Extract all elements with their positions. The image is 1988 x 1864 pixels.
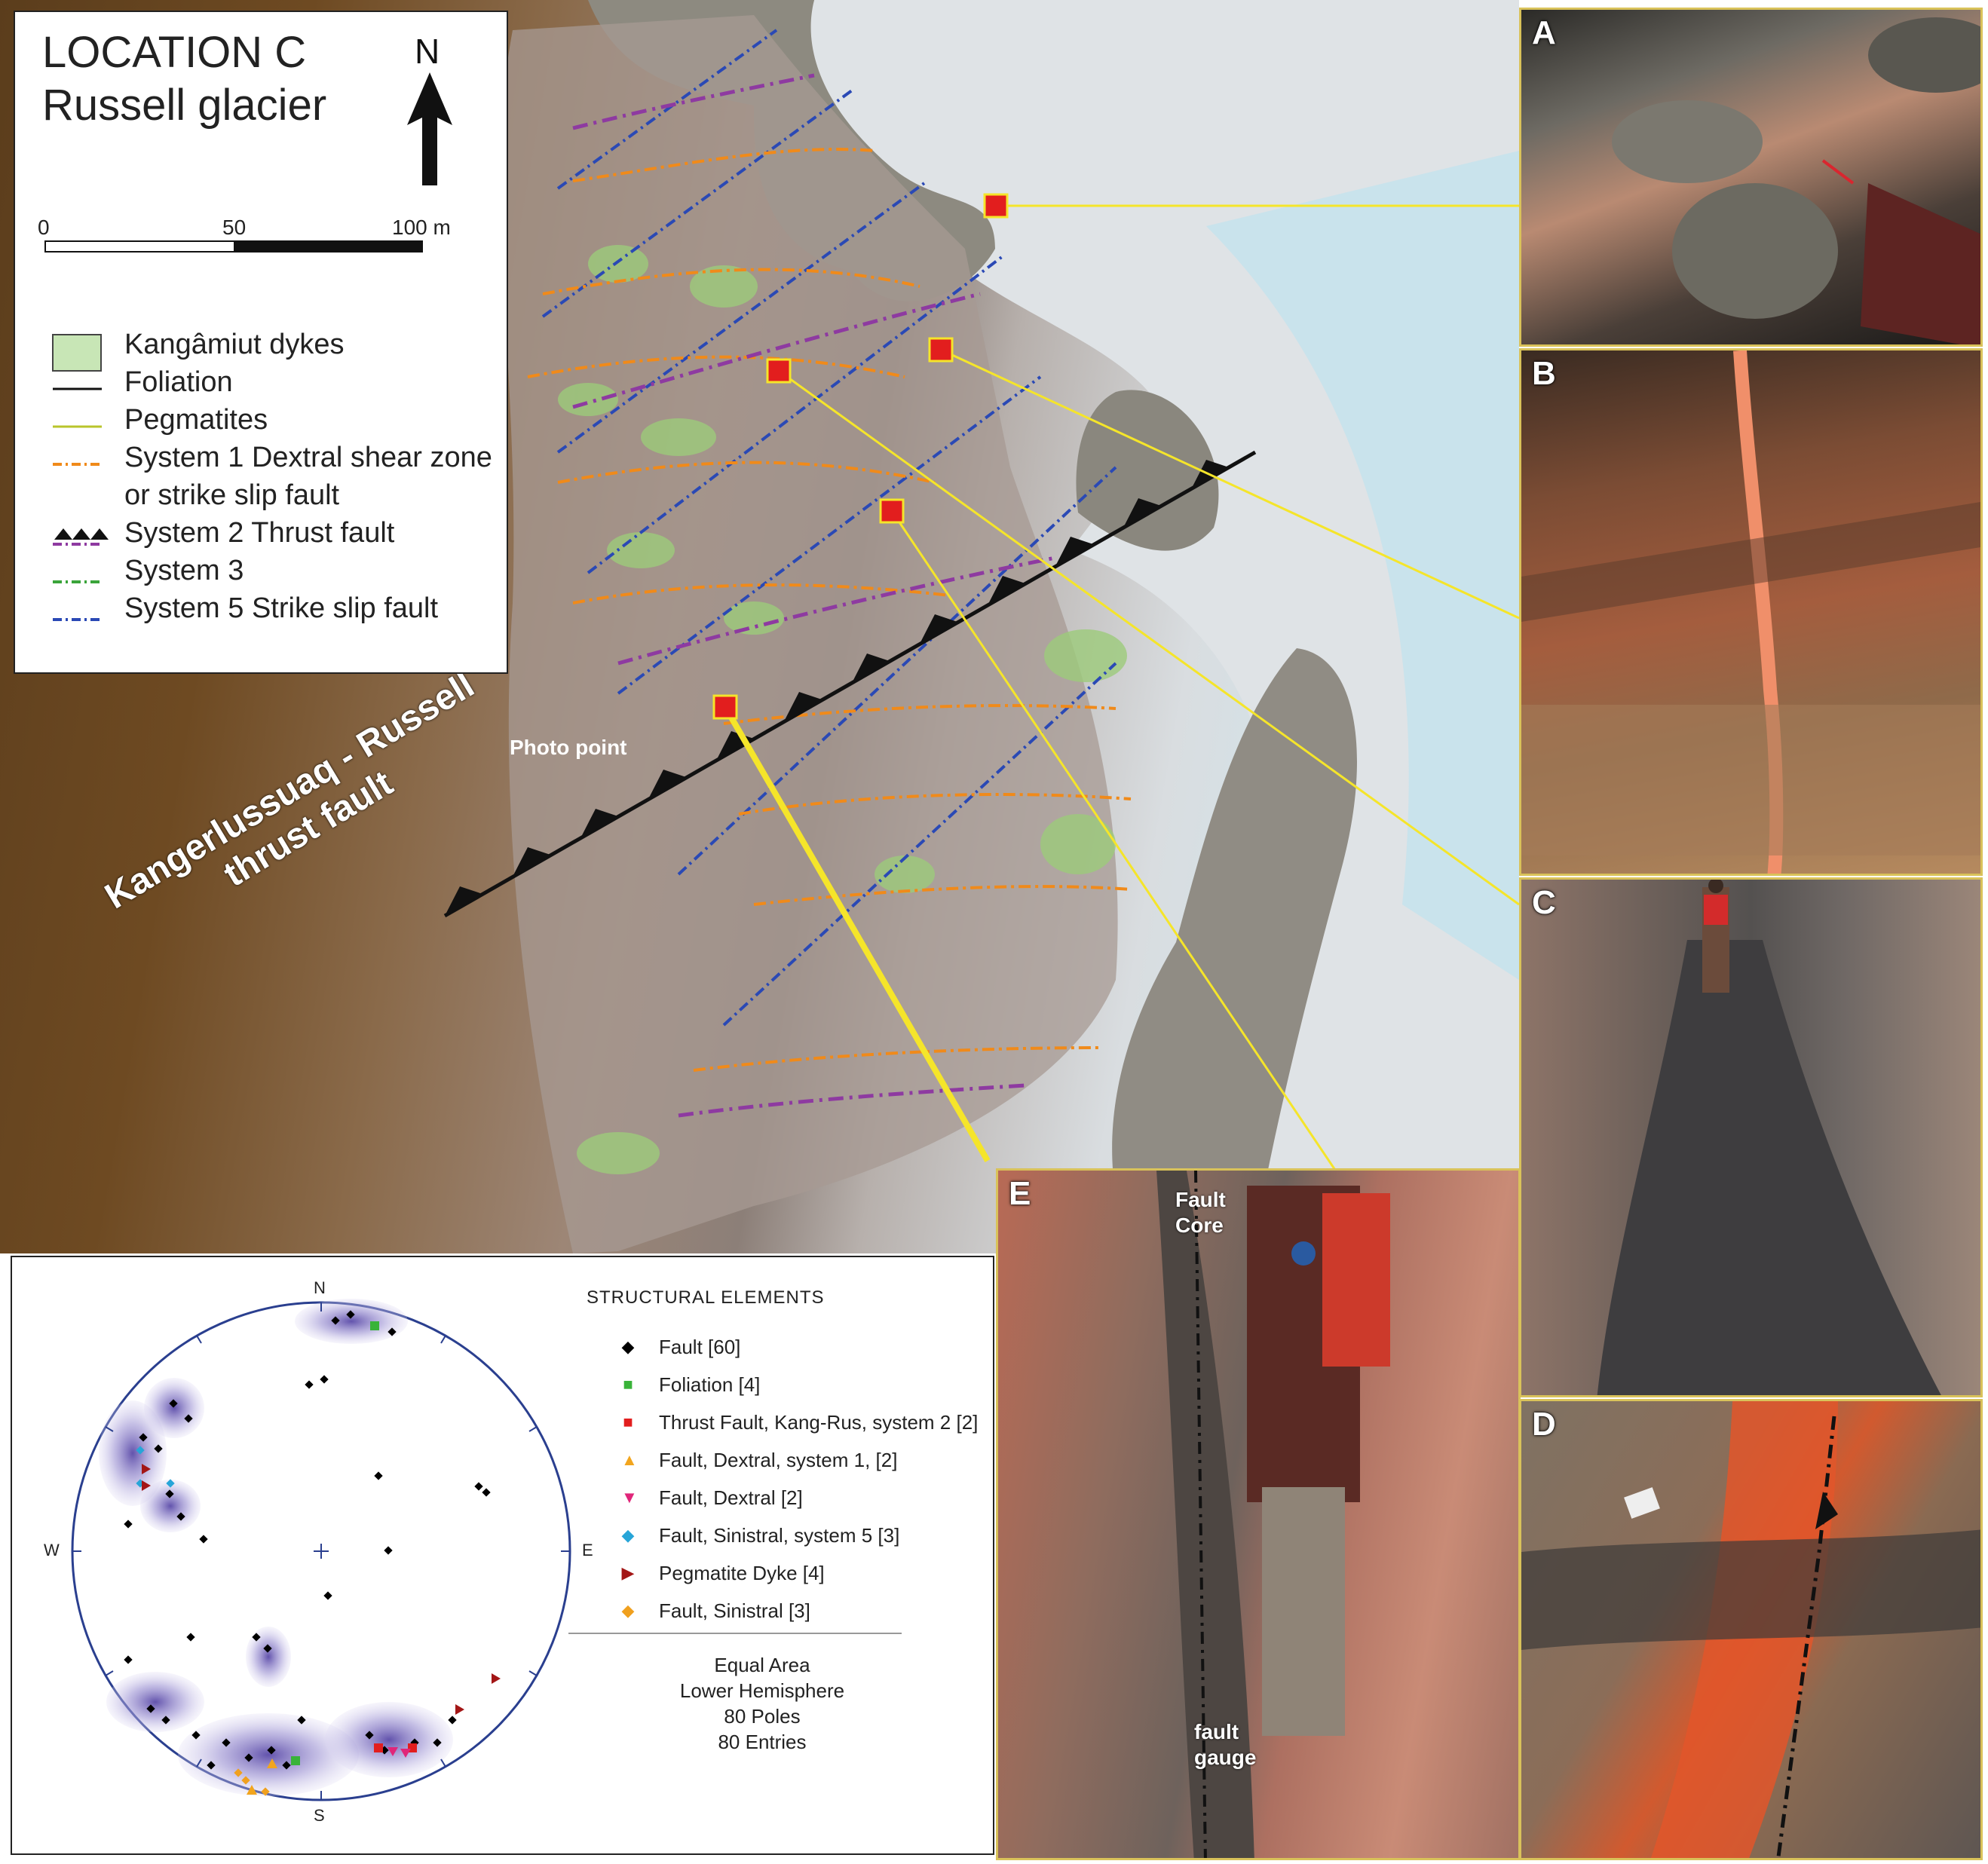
photo-d: D [1519,1399,1983,1860]
system5-faults [541,29,1117,1027]
fault-marker-icon: ◆ [621,1337,635,1356]
stereonet-south-label: S [314,1806,325,1825]
fault-gauge-line2: gauge [1194,1746,1257,1769]
se-item-sinistral: Fault, Sinistral [3] [659,1599,810,1622]
stereonet-center-cross [314,1544,329,1559]
density-contours [99,1299,453,1796]
other-poles [136,1321,501,1796]
legend-item-system1: System 1 Dextral shear zone [124,442,492,473]
photo-pointer-lines [722,204,1519,1253]
legend-item-system5: System 5 Strike slip fault [124,592,439,624]
stereonet-north-label: N [314,1278,326,1297]
photo-b-letter: B [1532,355,1556,392]
hemisphere-label: Lower Hemisphere [679,1679,845,1702]
legend-item-system1-cont: or strike slip fault [124,479,340,511]
map-overlay [443,0,1519,1253]
photo-e: E Fault Core fault gauge [996,1168,1521,1860]
se-item-dextral-system1: Fault, Dextral, system 1, [2] [659,1449,898,1471]
legend-dyke-icon [52,334,102,372]
aerial-map: Photo point Kangerlussuaq - Russell thru… [0,0,1519,1253]
dyke-patches [558,245,1127,1174]
stereonet [71,1299,571,1801]
fault-core-line1: Fault [1175,1188,1226,1211]
foliation-marker-icon: ■ [623,1375,633,1394]
photo-a-letter: A [1532,14,1556,51]
photo-point-label: Photo point [510,736,627,759]
legend-item-pegmatites: Pegmatites [124,404,268,436]
scale-tick-100m: 100 m [392,216,451,239]
divider [568,1633,902,1634]
structural-elements-title: STRUCTURAL ELEMENTS [587,1287,825,1308]
fault-gauge-line1: fault [1194,1720,1239,1743]
se-item-dextral: Fault, Dextral [2] [659,1486,803,1509]
se-item-fault: Fault [60] [659,1336,741,1358]
stereonet-west-label: W [44,1541,60,1559]
photo-b: B [1519,348,1983,876]
legend-symbols [52,334,109,621]
legend-item-system3: System 3 [124,555,244,586]
projection-label: Equal Area [714,1654,810,1676]
lake-south [1112,648,1357,1253]
stereonet-east-label: E [582,1541,593,1559]
sinistral-marker-icon: ◆ [621,1601,635,1620]
north-arrow-icon [407,72,452,185]
photo-a: A [1519,8,1983,347]
se-item-sinistral-system5: Fault, Sinistral, system 5 [3] [659,1524,900,1547]
pegmatite-marker-icon: ▶ [621,1563,635,1582]
legend-item-foliation: Foliation [124,366,233,398]
dextral-marker-icon: ▼ [621,1488,638,1507]
dextral-system1-marker-icon: ▲ [621,1450,638,1469]
location-title: LOCATION C [42,28,307,77]
stereonet-ticks [72,1302,570,1800]
scale-bar [44,240,423,253]
scale-tick-50: 50 [222,216,247,239]
thrust-marker-icon: ■ [623,1413,633,1431]
se-item-foliation: Foliation [4] [659,1373,761,1396]
bedrock-outcrop [501,15,1118,1253]
sinistral-system5-marker-icon: ◆ [621,1526,635,1544]
photo-d-letter: D [1532,1406,1556,1443]
scale-tick-0: 0 [38,216,50,239]
north-label: N [415,32,440,71]
fault-core-annotation: Fault Core [1175,1187,1226,1238]
se-item-pegmatite: Pegmatite Dyke [4] [659,1562,825,1584]
fault-gauge-annotation: fault gauge [1194,1719,1256,1771]
system2-faults [572,73,1056,1118]
stereonet-panel: N E S W STRUCTURAL ELEMENTS ◆ Fault [60]… [11,1256,994,1855]
fault-core-line2: Core [1175,1214,1224,1237]
photo-c: C [1519,877,1983,1397]
place-title: Russell glacier [42,81,327,130]
photo-e-letter: E [1009,1175,1031,1212]
poles-label: 80 Poles [724,1705,801,1728]
legend-item-dykes: Kangâmiut dykes [124,329,345,360]
entries-label: 80 Entries [718,1731,807,1753]
glacier-blue-ice [1206,151,1519,980]
thrust-fault-line [443,450,1257,918]
system1-faults [527,148,1132,1072]
legend-item-system2: System 2 Thrust fault [124,517,395,549]
sample-markers [712,193,1009,720]
map-legend: LOCATION C Russell glacier N 0 50 100 m … [14,11,508,674]
photo-c-letter: C [1532,884,1556,921]
se-item-thrust: Thrust Fault, Kang-Rus, system 2 [2] [659,1411,979,1434]
